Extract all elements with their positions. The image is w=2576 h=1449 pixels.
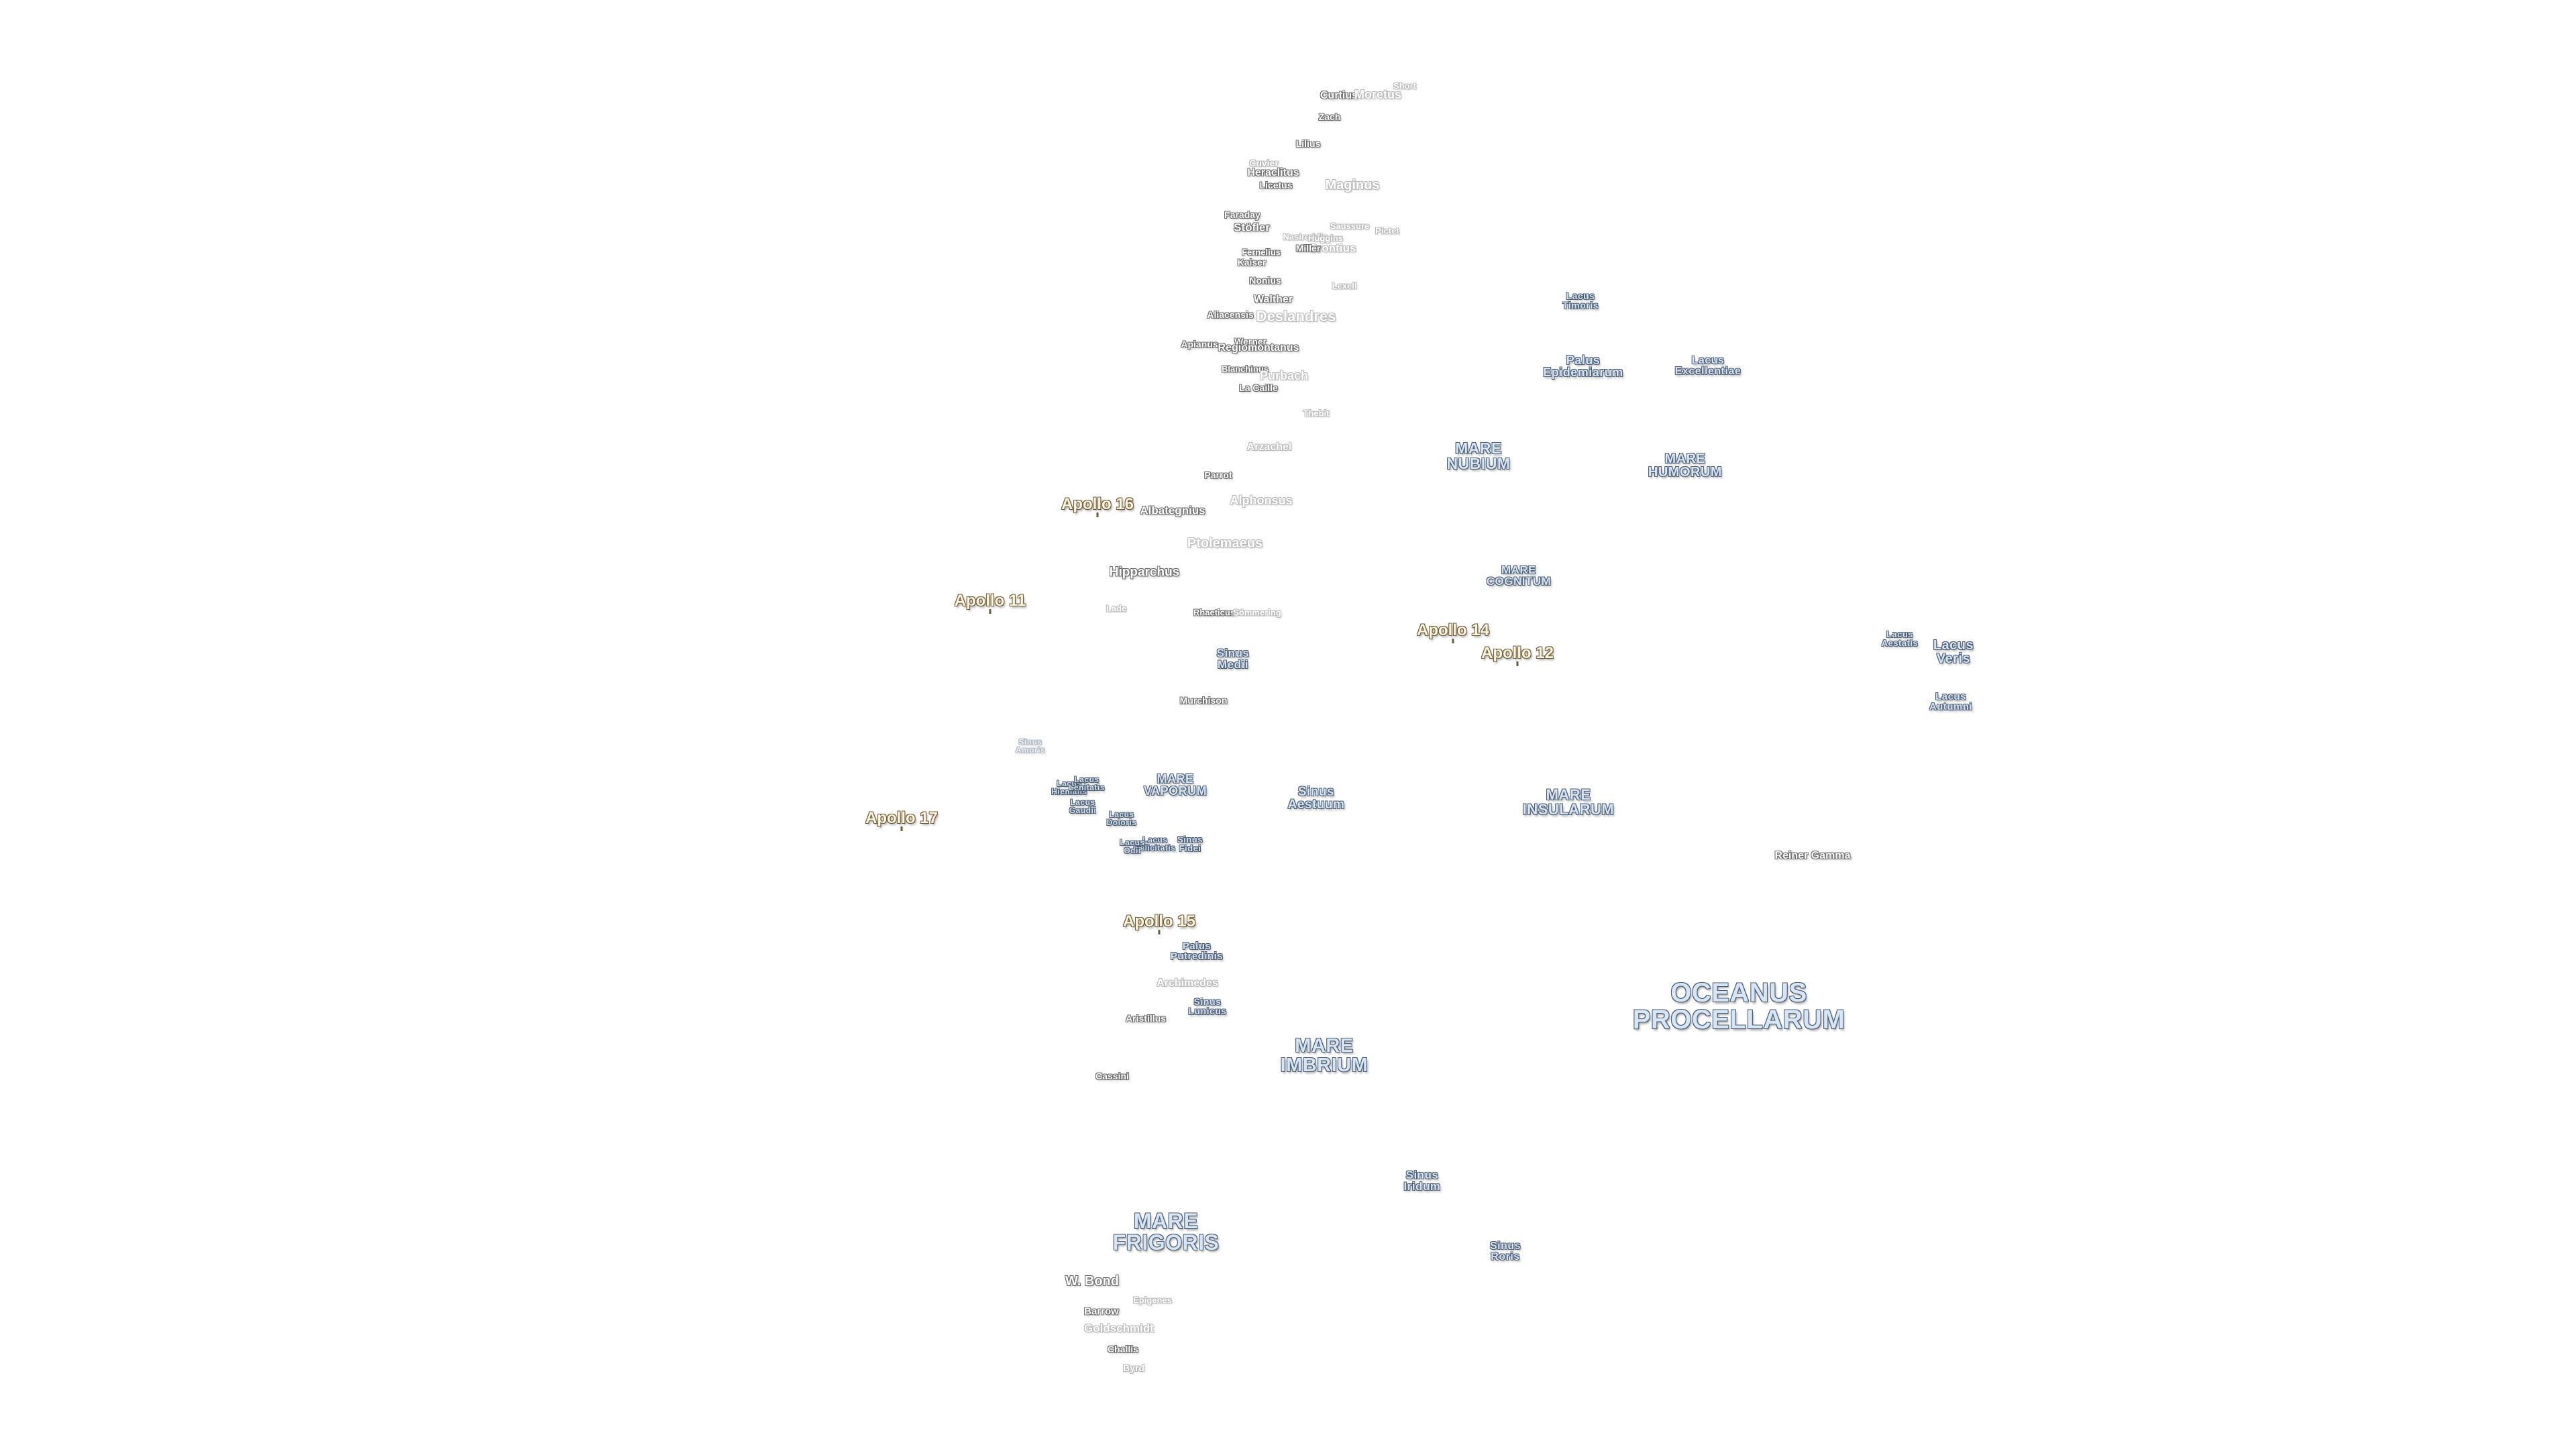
crater-curtius-label[interactable]: Curtius [1320, 90, 1358, 101]
crater-albategnius-label[interactable]: Albategnius [1140, 504, 1205, 517]
lacus-hiemalis-label[interactable]: Lacus Hiemalis [1051, 779, 1087, 796]
crater-barrow-label[interactable]: Barrow [1084, 1305, 1119, 1318]
mare-nubium-label[interactable]: MARE NUBIUM [1446, 439, 1511, 472]
crater-lexell-label[interactable]: Lexell [1332, 280, 1357, 291]
crater-heraclitus-label[interactable]: Heraclitus [1247, 167, 1299, 178]
lacus-aestatis-label[interactable]: Lacus Aestatis [1881, 629, 1919, 648]
crater-licetus-label[interactable]: Licetus [1259, 180, 1293, 191]
crater-walther-label[interactable]: Walther [1253, 294, 1293, 305]
mare-insularum-label[interactable]: MARE INSULARUM [1522, 786, 1615, 818]
crater-w-bond-label[interactable]: W. Bond [1065, 1274, 1119, 1289]
crater-ptolemaeus-label[interactable]: Ptolemaeus [1187, 536, 1263, 551]
crater-aliacensis-label[interactable]: Aliacensis [1207, 309, 1254, 320]
crater-lilius-label[interactable]: Lilius [1295, 138, 1321, 149]
palus-epidemiarum-label[interactable]: Palus Epidemiarum [1543, 354, 1623, 379]
mare-humorum-label[interactable]: MARE HUMORUM [1648, 451, 1723, 480]
palus-putredinis-label[interactable]: Palus Putredinis [1170, 941, 1224, 962]
crater-lade-label[interactable]: Lade [1106, 603, 1127, 614]
crater-apianus-label[interactable]: Apianus [1181, 339, 1218, 350]
crater-stofler-label[interactable]: Stöfler [1234, 221, 1270, 234]
crater-parrot-label[interactable]: Parrot [1204, 470, 1232, 480]
crater-saussure-label[interactable]: Saussure [1330, 221, 1370, 231]
lacus-doloris-label[interactable]: Lacus Doloris [1106, 810, 1137, 827]
crater-purbach-label[interactable]: Purbach [1259, 369, 1309, 382]
crater-blanchinus-label[interactable]: Blanchinus [1221, 364, 1269, 374]
crater-orontius-label[interactable]: Orontius [1308, 241, 1356, 255]
crater-zach-label[interactable]: Zach [1318, 111, 1341, 122]
crater-moretus-label[interactable]: Moretus [1354, 88, 1402, 101]
sinus-medii-label[interactable]: Sinus Medii [1216, 647, 1250, 671]
crater-maginus-label[interactable]: Maginus [1325, 178, 1380, 193]
sinus-roris-label[interactable]: Sinus Roris [1489, 1240, 1521, 1263]
crater-werner-label[interactable]: Werner [1234, 336, 1267, 347]
apollo-16-label[interactable]: Apollo 16 [1061, 495, 1134, 513]
crater-arzachel-label[interactable]: Arzachel [1246, 441, 1292, 453]
lacus-timoris-label[interactable]: Lacus Timoris [1562, 290, 1599, 311]
crater-hipparchus-label[interactable]: Hipparchus [1109, 565, 1180, 580]
crater-reiner-gamma-label[interactable]: Reiner Gamma [1774, 850, 1851, 861]
crater-challis-label[interactable]: Challis [1108, 1344, 1138, 1354]
mare-cognitum-label[interactable]: MARE COGNITUM [1486, 564, 1552, 588]
apollo-14-marker-icon [1452, 639, 1454, 643]
lacus-felicitatis-label[interactable]: Lacus Felicitatis [1134, 835, 1176, 853]
crater-aristillus-label[interactable]: Aristillus [1126, 1013, 1166, 1024]
crater-regiomontanus-label[interactable]: Regiomontanus [1218, 342, 1299, 354]
sinus-amoris-label[interactable]: Sinus Amoris [1015, 737, 1046, 755]
oceanus-procellarum-label[interactable]: OCEANUS PROCELLARUM [1632, 978, 1845, 1034]
crater-cassini-label[interactable]: Cassini [1095, 1071, 1129, 1081]
apollo-12-label[interactable]: Apollo 12 [1481, 644, 1554, 662]
crater-faraday-label[interactable]: Faraday [1224, 209, 1260, 220]
apollo-14-label[interactable]: Apollo 14 [1416, 621, 1490, 639]
crater-goldschmidt-label[interactable]: Goldschmidt [1084, 1322, 1154, 1335]
crater-nonius-label[interactable]: Nonius [1249, 275, 1281, 286]
apollo-17-marker-icon [900, 826, 903, 831]
crater-sommering-label[interactable]: Sömmering [1233, 607, 1281, 618]
crater-nasireddin-label[interactable]: Nasireddin [1283, 231, 1328, 242]
crater-pictet-label[interactable]: Pictet [1375, 225, 1399, 236]
apollo-15-marker-icon [1158, 930, 1161, 934]
crater-epigenes-label[interactable]: Epigenes [1133, 1295, 1172, 1305]
crater-alphonsus-label[interactable]: Alphonsus [1230, 494, 1293, 507]
crater-byrd-label[interactable]: Byrd [1123, 1362, 1144, 1373]
apollo-12-marker-icon [1516, 661, 1519, 666]
mare-imbrium-label[interactable]: MARE IMBRIUM [1280, 1035, 1368, 1076]
crater-archimedes-label[interactable]: Archimedes [1157, 977, 1218, 989]
sinus-lunicus-label[interactable]: Sinus Lunicus [1188, 996, 1227, 1016]
crater-short-label[interactable]: Short [1393, 80, 1416, 91]
crater-rhaeticus-label[interactable]: Rhaeticus [1193, 607, 1236, 618]
mare-vaporum-label[interactable]: MARE VAPORUM [1143, 772, 1208, 798]
crater-cuvier-label[interactable]: Cuvier [1249, 158, 1279, 168]
lacus-lenitatis-label[interactable]: Lacus Lenitatis [1069, 775, 1105, 792]
sinus-iridum-label[interactable]: Sinus Iridum [1403, 1169, 1441, 1193]
lacus-odii-label[interactable]: Lacus Odii [1120, 838, 1145, 855]
apollo-17-label[interactable]: Apollo 17 [865, 809, 938, 827]
crater-fernelius-label[interactable]: Fernelius [1242, 247, 1281, 258]
crater-kaiser-label[interactable]: Kaiser [1237, 257, 1267, 268]
lacus-autumni-label[interactable]: Lacus Autumni [1929, 691, 1973, 712]
lacus-excellentiae-label[interactable]: Lacus Excellentiae [1674, 355, 1741, 377]
crater-miller-label[interactable]: Miller [1295, 243, 1321, 254]
apollo-11-label[interactable]: Apollo 11 [954, 592, 1026, 610]
crater-thebit-label[interactable]: Thebit [1303, 408, 1330, 419]
lacus-gaudii-label[interactable]: Lacus Gaudii [1069, 798, 1097, 815]
sinus-fidei-label[interactable]: Sinus Fidei [1177, 835, 1203, 853]
crater-murchison-label[interactable]: Murchison [1179, 695, 1228, 706]
lacus-veris-label[interactable]: Lacus Veris [1933, 638, 1974, 666]
crater-la-caille-label[interactable]: La Caille [1239, 382, 1278, 393]
crater-huggins-label[interactable]: Huggins [1308, 233, 1343, 244]
crater-deslandres-label[interactable]: Deslandres [1256, 308, 1336, 325]
apollo-16-marker-icon [1096, 513, 1099, 517]
apollo-15-label[interactable]: Apollo 15 [1122, 912, 1196, 930]
apollo-11-marker-icon [989, 609, 991, 614]
sinus-aestuum-label[interactable]: Sinus Aestuum [1287, 785, 1345, 812]
mare-frigoris-label[interactable]: MARE FRIGORIS [1112, 1209, 1220, 1254]
